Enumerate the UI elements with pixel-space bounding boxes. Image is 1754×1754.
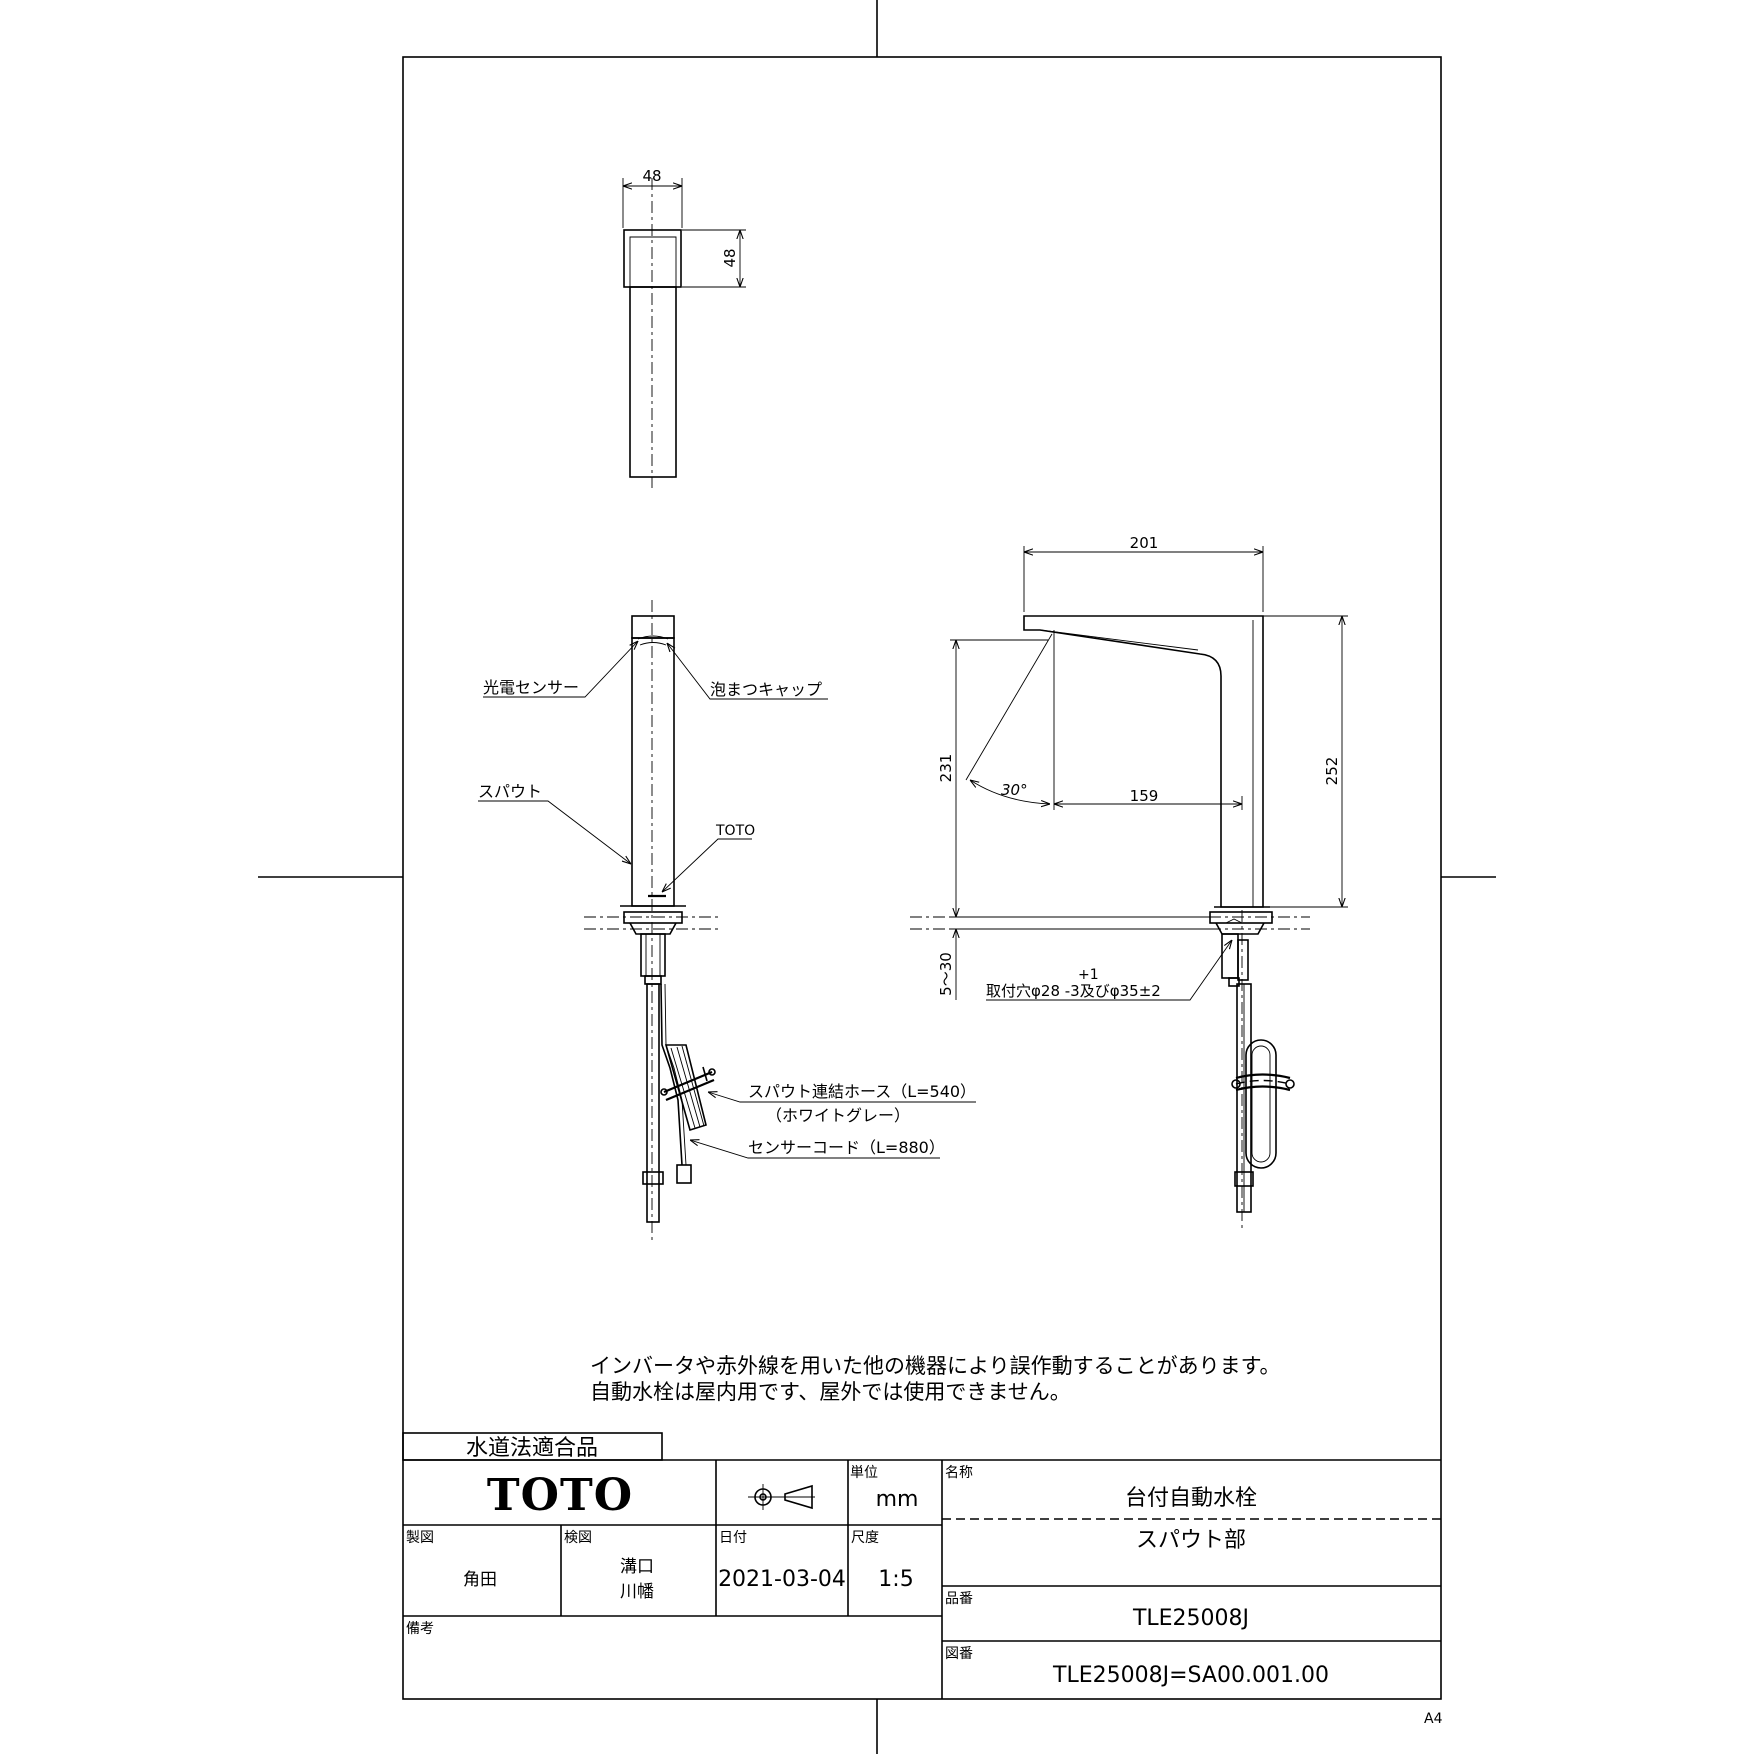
scale-value: 1:5: [878, 1567, 913, 1592]
compliance-stamp: 水道法適合品: [466, 1436, 598, 1461]
product-name: 台付自動水栓: [1125, 1486, 1257, 1511]
title-block: 水道法適合品 TOTO 単位 mm 名称 台付自動水栓 スパウト部 製図 角田 …: [402, 1432, 1443, 1727]
top-view: 48 48: [622, 167, 746, 488]
sheet-frame: [258, 0, 1496, 1754]
drawn-by: 角田: [463, 1570, 497, 1590]
part-no-label: 品番: [945, 1591, 973, 1607]
label-toto-mark: TOTO: [715, 823, 755, 839]
drawn-label: 製図: [406, 1530, 434, 1546]
drawing-no-label: 図番: [945, 1646, 973, 1662]
side-view: [910, 615, 1310, 1232]
label-photo-sensor: 光電センサー: [483, 678, 579, 697]
projection-symbol-icon: [748, 1484, 815, 1510]
part-no-value: TLE25008J: [1132, 1606, 1249, 1631]
label-sensor-cord: センサーコード（L=880）: [748, 1138, 945, 1157]
drawing-no-value: TLE25008J=SA00.001.00: [1052, 1663, 1329, 1688]
dim-spout-height: 231: [937, 754, 955, 783]
dim-mounting-hole: 取付穴φ28 -3及びφ35±2: [986, 982, 1161, 1000]
label-hose-color: （ホワイトグレー）: [766, 1106, 910, 1125]
label-aerator-cap: 泡まつキャップ: [710, 680, 822, 699]
remarks-label: 備考: [406, 1621, 434, 1637]
brand-logo: TOTO: [487, 1470, 633, 1521]
dim-outlet-offset: 159: [1130, 787, 1159, 805]
side-dimensions: 201 252 231 159 30° 5～30 +1 取付穴φ28 -3及びφ…: [937, 534, 1348, 1001]
name-label: 名称: [945, 1465, 973, 1481]
front-labels: 光電センサー 泡まつキャップ スパウト TOTO スパウト連結ホース（L=540…: [478, 641, 976, 1159]
label-hose: スパウト連結ホース（L=540）: [748, 1082, 976, 1101]
label-spout: スパウト: [478, 782, 542, 801]
notes: インバータや赤外線を用いた他の機器により誤作動することがあります。 自動水栓は屋…: [590, 1354, 1280, 1404]
note-line-1: インバータや赤外線を用いた他の機器により誤作動することがあります。: [590, 1354, 1280, 1378]
note-line-2: 自動水栓は屋内用です、屋外では使用できません。: [590, 1380, 1071, 1404]
dim-reach: 201: [1130, 534, 1159, 552]
product-subname: スパウト部: [1136, 1528, 1246, 1553]
dim-hole-tolerance: +1: [1078, 967, 1099, 983]
unit-value: mm: [876, 1487, 919, 1512]
date-label: 日付: [719, 1530, 747, 1546]
paper-size: A4: [1424, 1711, 1443, 1727]
scale-label: 尺度: [851, 1530, 879, 1546]
checked-by-2: 川幡: [620, 1582, 654, 1602]
checked-label: 検図: [564, 1530, 592, 1546]
date-value: 2021-03-04: [718, 1567, 846, 1592]
dim-top-width: 48: [642, 167, 661, 185]
unit-label: 単位: [850, 1465, 878, 1481]
dim-total-height: 252: [1323, 757, 1341, 786]
front-view: [584, 600, 722, 1240]
dim-top-depth: 48: [721, 248, 739, 267]
checked-by-1: 溝口: [620, 1557, 654, 1577]
dim-counter-thickness: 5～30: [937, 952, 955, 996]
dim-spray-angle: 30°: [1001, 781, 1028, 799]
